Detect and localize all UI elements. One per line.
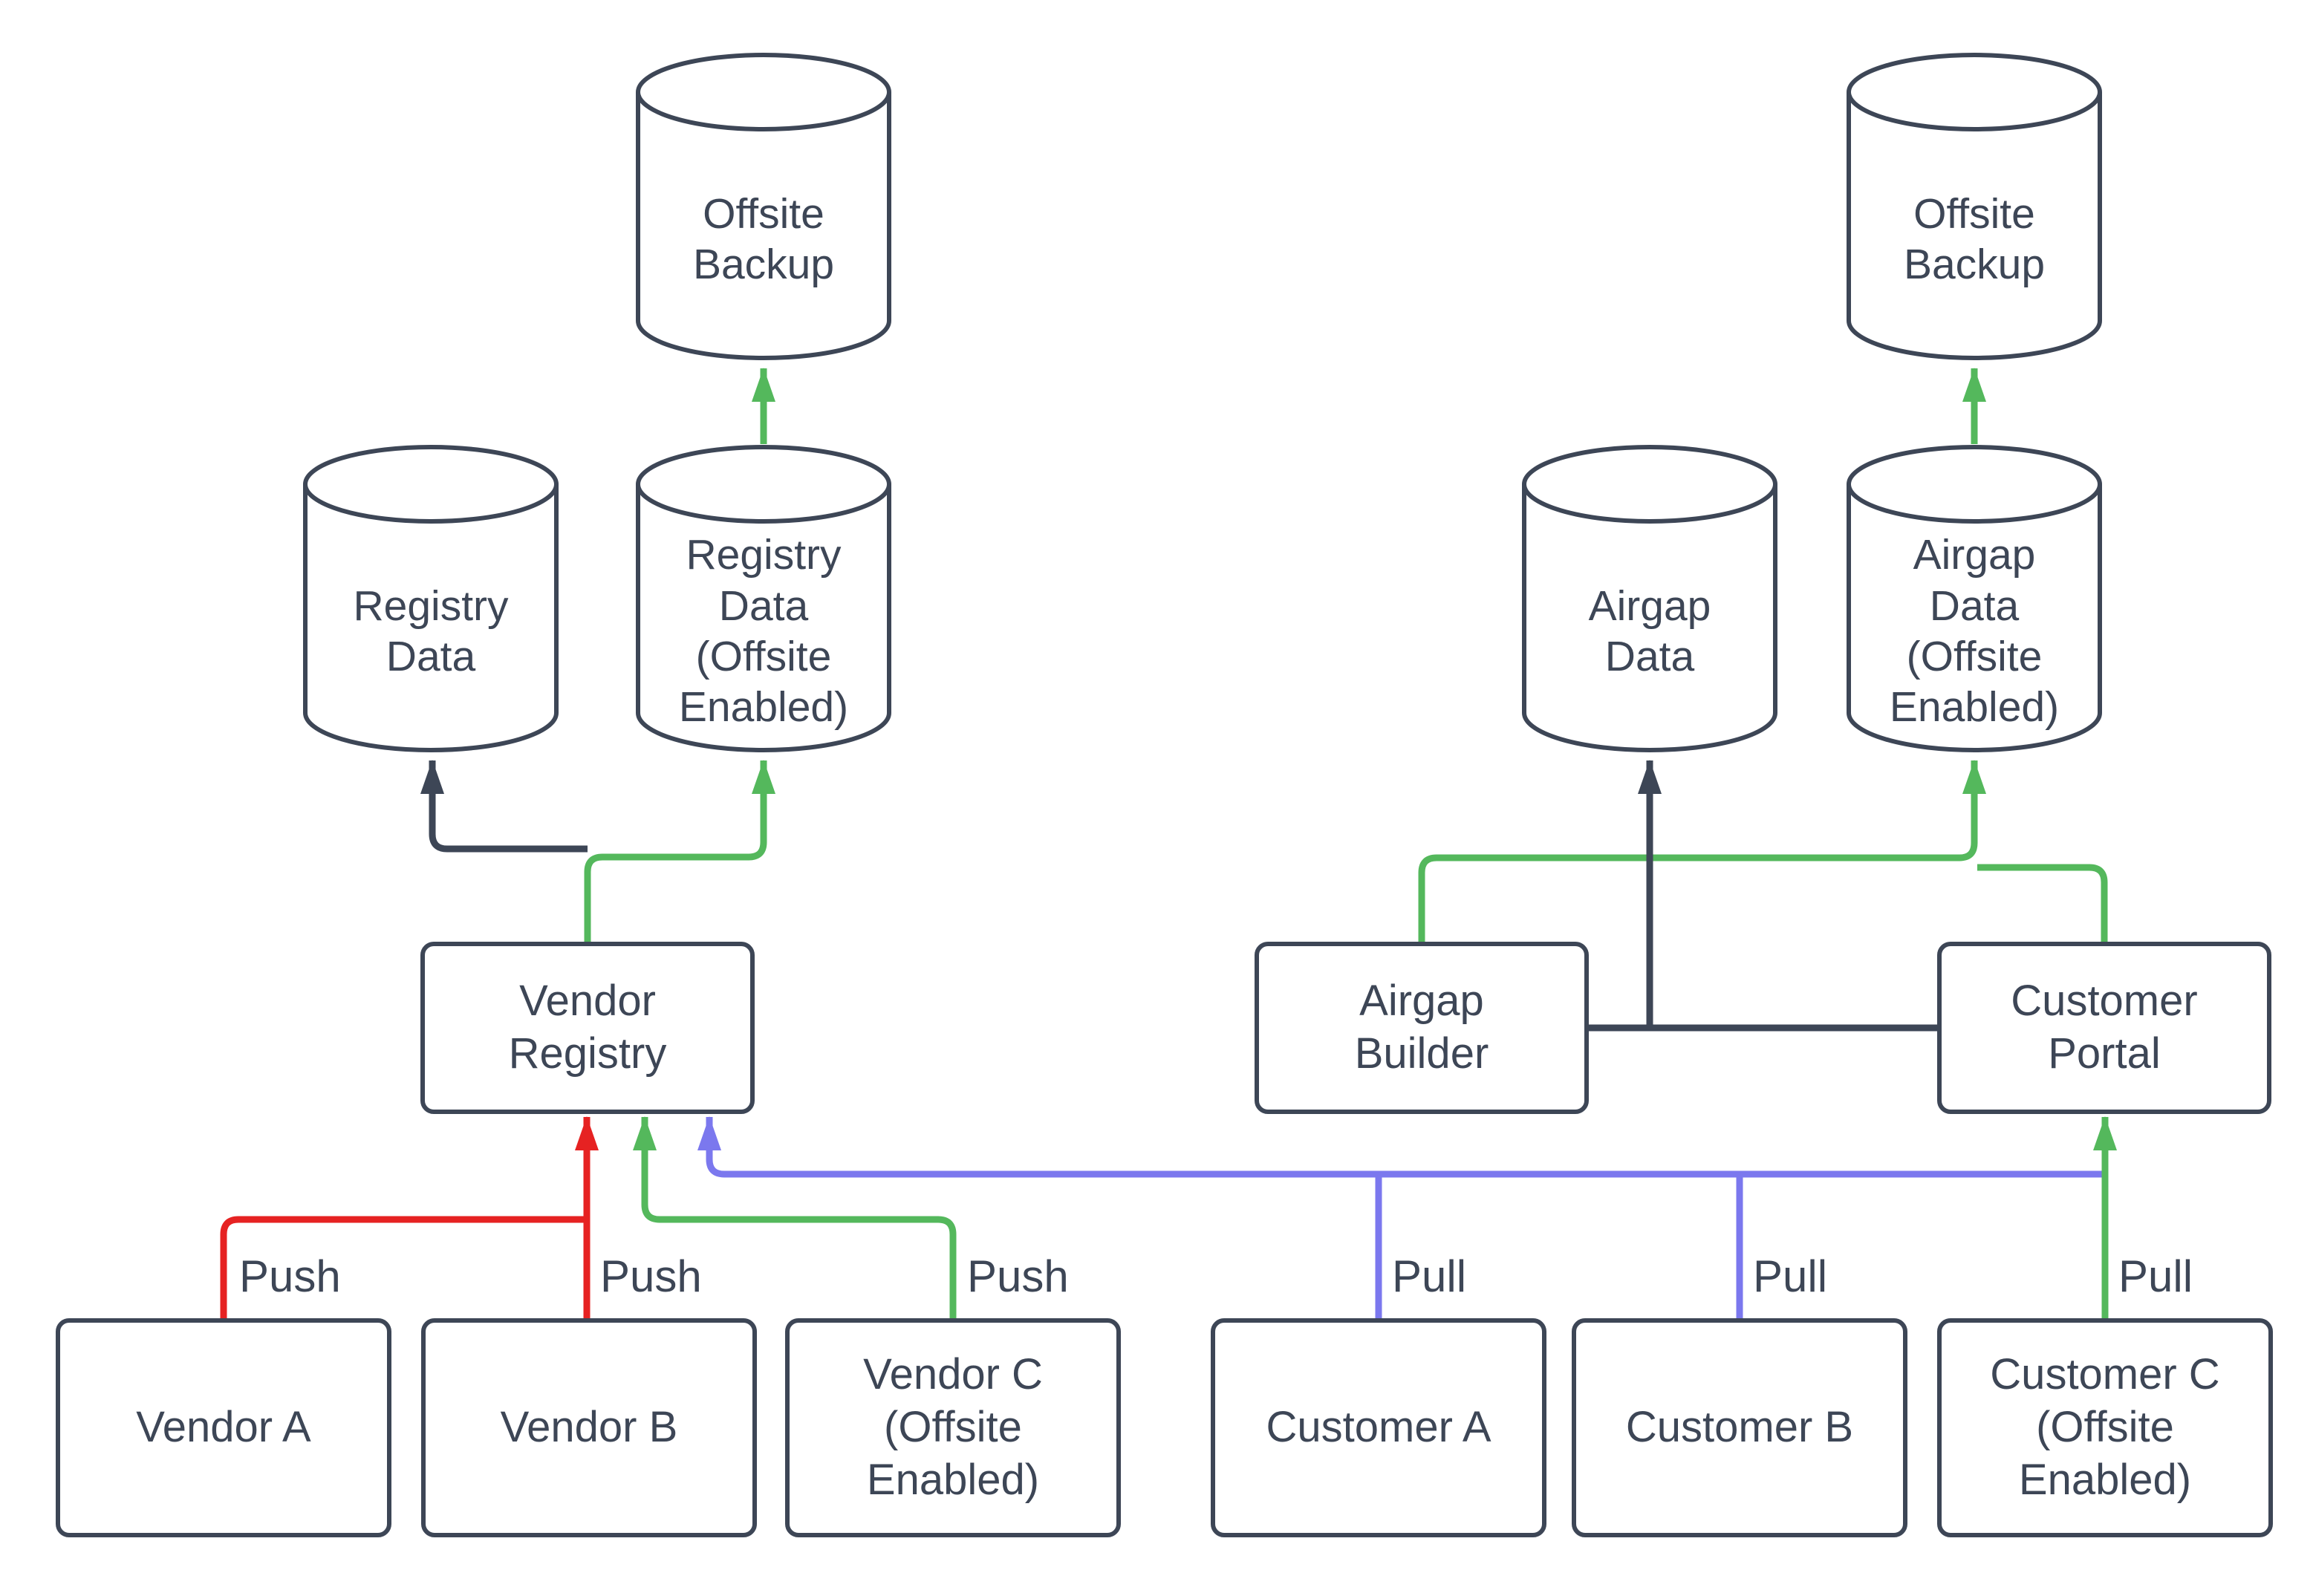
cylinder-label: Registry Data <box>353 582 509 680</box>
edge-vendor-registry-to-registry-data-offsite <box>584 760 775 942</box>
cylinder-label: Offsite Backup <box>692 189 835 288</box>
cylinder-airgap-data: Airgap Data <box>1522 444 1777 755</box>
cylinder-top <box>1522 445 1777 524</box>
cylinder-body <box>1847 484 2102 752</box>
cylinder-label: Airgap Data <box>1588 582 1711 680</box>
cylinder-body <box>1847 92 2102 360</box>
vendor-registry-node: Vendor Registry <box>420 942 755 1114</box>
cylinder-offsite-backup-right: Offsite Backup <box>1847 52 2102 362</box>
cylinder-offsite-backup-left: Offsite Backup <box>636 52 891 362</box>
customer-a-node: Customer A <box>1211 1318 1546 1537</box>
cylinder-label: Offsite Backup <box>1903 189 2046 288</box>
cylinder-registry-data: Registry Data <box>303 444 559 755</box>
customer-b-node: Customer B <box>1572 1318 1907 1537</box>
edge-pull-to-vendor-registry <box>697 1116 2105 1178</box>
cylinder-airgap-data-offsite-enabled: Airgap Data (Offsite Enabled) <box>1847 444 2102 755</box>
customer-portal-node: Customer Portal <box>1937 942 2271 1114</box>
edge-customer-portal-to-airgap-data-offsite <box>1977 864 2108 942</box>
cylinder-body <box>1522 484 1777 752</box>
vendor-c-node: Vendor C (Offsite Enabled) <box>785 1318 1121 1537</box>
edge-vendor-a-push-join <box>220 1216 584 1318</box>
vendor-b-node: Vendor B <box>421 1318 757 1537</box>
edge-vendor-registry-to-registry-data <box>420 760 588 853</box>
cylinder-top <box>636 53 891 131</box>
edge-label-push-vendor-b: Push <box>600 1251 702 1301</box>
edge-label-push-vendor-c: Push <box>967 1251 1069 1301</box>
edge-label-pull-customer-a: Pull <box>1392 1251 1467 1301</box>
cylinder-top <box>1847 445 2102 524</box>
cylinder-body <box>636 92 891 360</box>
cylinder-label: Airgap Data (Offsite Enabled) <box>1889 531 2060 732</box>
cylinder-top <box>636 445 891 524</box>
vendor-a-node: Vendor A <box>56 1318 391 1537</box>
cylinder-body <box>636 484 891 752</box>
cylinder-top <box>303 445 559 524</box>
cylinder-registry-data-offsite-enabled: Registry Data (Offsite Enabled) <box>636 444 891 755</box>
cylinder-top <box>1847 53 2102 131</box>
edge-label-pull-customer-c: Pull <box>2118 1251 2193 1301</box>
edge-airgap-builder-to-airgap-data-offsite <box>1418 760 1986 942</box>
edge-label-pull-customer-b: Pull <box>1753 1251 1828 1301</box>
edge-label-push-vendor-a: Push <box>239 1251 341 1301</box>
cylinder-body <box>303 484 559 752</box>
airgap-builder-node: Airgap Builder <box>1255 942 1589 1114</box>
cylinder-label: Registry Data (Offsite Enabled) <box>678 531 849 732</box>
customer-c-node: Customer C (Offsite Enabled) <box>1937 1318 2273 1537</box>
edge-vendor-c-push-to-vendor-registry <box>633 1116 957 1318</box>
